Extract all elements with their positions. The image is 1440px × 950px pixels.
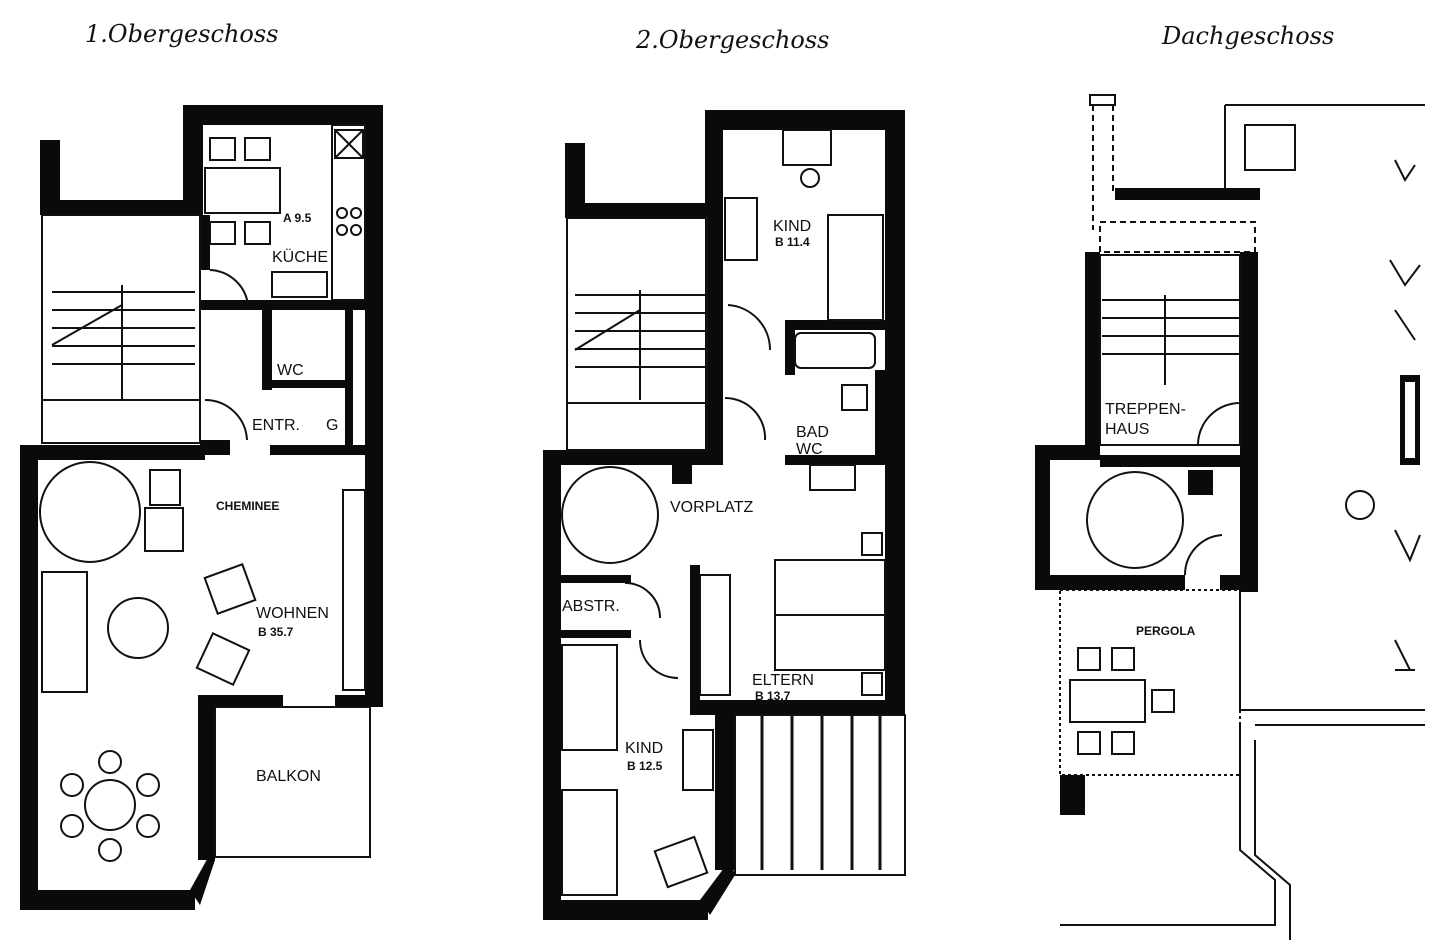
spiral-stair-icon [1086, 471, 1184, 569]
label-bath: BAD [796, 424, 829, 441]
bed [827, 214, 884, 321]
label-kid2: KIND [625, 740, 663, 757]
bed [774, 559, 886, 616]
plan-floor2: KIND B 11.4 BAD WC VORPLATZ ABSTR. ELTER… [543, 110, 906, 920]
bed [561, 644, 618, 751]
door-swing [204, 398, 248, 441]
door-swing [209, 269, 249, 306]
kid2-area: B 12.5 [627, 759, 663, 773]
living-area: B 35.7 [258, 625, 294, 639]
coffee-table [107, 597, 169, 659]
parents-area: B 13.7 [755, 689, 791, 703]
bathtub [794, 332, 876, 369]
balcony [214, 706, 371, 858]
label-bath-wc: WC [796, 441, 823, 458]
plant-icons [1345, 159, 1421, 671]
spiral-stair-icon [39, 461, 141, 563]
label-kitchen: KÜCHE [272, 248, 328, 266]
title-floor1: 1.Obergeschoss [85, 20, 278, 48]
dining-table [84, 779, 136, 831]
bed [774, 614, 886, 671]
label-wc: WC [277, 362, 304, 379]
plan-roof: TREPPEN- HAUS PERGOLA [1035, 94, 1425, 940]
stairs-icon [567, 290, 707, 404]
stairs-icon [42, 285, 200, 401]
label-hall: VORPLATZ [670, 499, 754, 516]
sofa [41, 571, 88, 693]
kid1-area: B 11.4 [775, 235, 810, 249]
label-balcony: BALKON [256, 768, 321, 785]
kitchen-area: A 9.5 [283, 211, 312, 225]
balcony-railing [734, 714, 906, 876]
bed [561, 789, 618, 896]
label-pergola: PERGOLA [1136, 624, 1196, 638]
label-stair-2: HAUS [1105, 421, 1149, 438]
label-storage: ABSTR. [562, 598, 620, 615]
label-cheminee: CHEMINEE [216, 499, 279, 513]
label-parents: ELTERN [752, 672, 814, 689]
label-g: G [326, 417, 338, 434]
title-roof: Dachgeschoss [1161, 22, 1334, 50]
label-entrance: ENTR. [252, 417, 300, 434]
pergola [1059, 589, 1241, 776]
title-floor2: 2.Obergeschoss [635, 26, 829, 54]
kitchen-furniture [204, 124, 366, 301]
spiral-stair-icon [561, 466, 659, 564]
sofa [342, 489, 366, 691]
plan-floor1: A 9.5 KÜCHE WC ENTR. G CHEMINEE WOHNEN B… [20, 105, 383, 910]
label-kid1: KIND [773, 218, 811, 235]
label-living: WOHNEN [256, 605, 329, 622]
stairs-icon [1102, 295, 1240, 385]
label-stair-1: TREPPEN- [1105, 401, 1186, 418]
